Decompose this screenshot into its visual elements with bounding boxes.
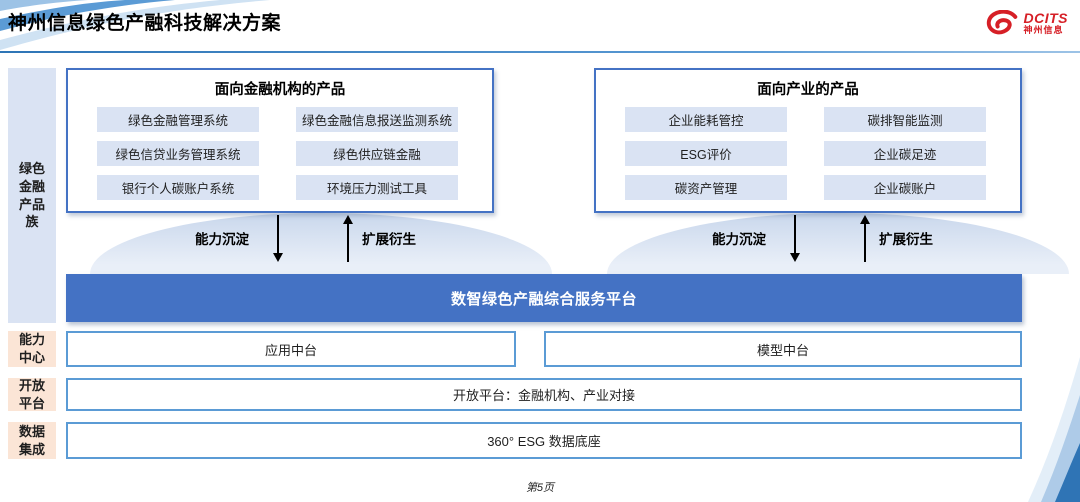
open-platform-box: 开放平台：金融机构、产业对接 — [66, 378, 1022, 411]
down-arrow-icon — [273, 215, 283, 262]
product-item: 银行个人碳账户系统 — [97, 175, 259, 200]
finance-products-grid: 绿色金融管理系统 绿色金融信息报送监测系统 绿色信贷业务管理系统 绿色供应链金融… — [97, 107, 458, 200]
product-item: 绿色金融管理系统 — [97, 107, 259, 132]
product-item: ESG评价 — [625, 141, 787, 166]
dcits-swirl-icon — [986, 10, 1017, 35]
finance-products-box: 面向金融机构的产品 绿色金融管理系统 绿色金融信息报送监测系统 绿色信贷业务管理… — [66, 68, 494, 213]
dome-decoration-right — [607, 213, 1069, 274]
industry-products-grid: 企业能耗管控 碳排智能监测 ESG评价 企业碳足迹 碳资产管理 企业碳账户 — [625, 107, 986, 200]
product-item: 碳资产管理 — [625, 175, 787, 200]
product-item: 绿色信贷业务管理系统 — [97, 141, 259, 166]
product-item: 碳排智能监测 — [824, 107, 986, 132]
page-title: 神州信息绿色产融科技解决方案 — [8, 13, 282, 34]
company-logo: DCITS 神州信息 — [986, 10, 1069, 37]
capability-sink-label: 能力沉淀 — [195, 232, 249, 247]
page-number: 第5页 — [525, 482, 555, 494]
down-arrow-icon — [790, 215, 800, 262]
rail-label-product-family: 绿色金融产品族 — [8, 68, 56, 323]
rail-label-data-integration: 数据集成 — [8, 422, 56, 459]
logo-brand-cn-text: 神州信息 — [1023, 25, 1064, 36]
logo-brand-text: DCITS — [1023, 10, 1068, 27]
model-middle-platform-box: 模型中台 — [544, 331, 1022, 367]
app-middle-platform-box: 应用中台 — [66, 331, 516, 367]
product-item: 绿色金融信息报送监测系统 — [296, 107, 458, 132]
up-arrow-icon — [860, 215, 870, 262]
rail-label-open-platform: 开放平台 — [8, 378, 56, 411]
product-item: 绿色供应链金融 — [296, 141, 458, 166]
platform-bar: 数智绿色产融综合服务平台 — [66, 274, 1022, 322]
product-item: 环境压力测试工具 — [296, 175, 458, 200]
capability-sink-label: 能力沉淀 — [712, 232, 766, 247]
industry-products-title: 面向产业的产品 — [757, 82, 859, 98]
expand-derive-label: 扩展衍生 — [879, 232, 933, 247]
up-arrow-icon — [343, 215, 353, 262]
finance-products-title: 面向金融机构的产品 — [214, 82, 346, 98]
product-item: 企业碳足迹 — [824, 141, 986, 166]
expand-derive-label: 扩展衍生 — [362, 232, 416, 247]
rail-label-capability-center: 能力中心 — [8, 331, 56, 367]
product-item: 企业碳账户 — [824, 175, 986, 200]
dome-decoration-left — [90, 213, 552, 274]
product-item: 企业能耗管控 — [625, 107, 787, 132]
esg-data-base-box: 360° ESG 数据底座 — [66, 422, 1022, 459]
header-divider — [0, 51, 1080, 53]
bottom-right-swoosh-decoration — [1028, 357, 1080, 502]
industry-products-box: 面向产业的产品 企业能耗管控 碳排智能监测 ESG评价 企业碳足迹 碳资产管理 … — [594, 68, 1022, 213]
